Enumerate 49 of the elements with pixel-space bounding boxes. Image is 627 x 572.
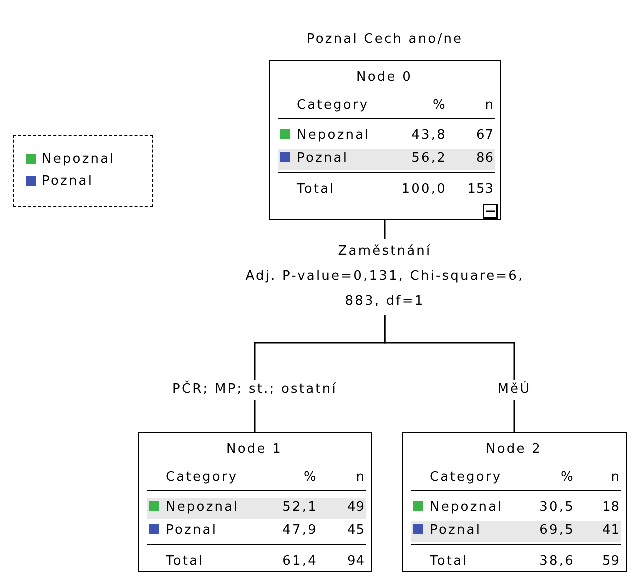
node-title: Node 1	[226, 441, 284, 459]
table-cell-text: 45	[347, 522, 365, 540]
column-header: %	[304, 469, 318, 487]
tree-node-box	[402, 432, 627, 572]
table-cell-text: 153	[468, 181, 494, 199]
table-cell-text: 94	[347, 553, 365, 571]
table-cell-text: 18	[602, 499, 620, 517]
tree-branch-line	[384, 220, 386, 239]
table-cell-text: Nepoznal	[430, 499, 504, 517]
table-cell-text: 56,2	[412, 150, 447, 168]
column-header: Category	[297, 97, 370, 115]
column-header: %	[433, 97, 447, 115]
table-cell-text: Total	[297, 181, 336, 199]
table-cell-text: 86	[476, 150, 494, 168]
table-cell-text: 69,5	[540, 522, 575, 540]
tree-branch-line	[384, 315, 516, 432]
split-statistics: Adj. P-value=0,131, Chi-square=6, 883, df=1	[244, 268, 526, 311]
table-cell-text: Poznal	[430, 522, 482, 540]
node-title: Node 2	[485, 441, 543, 459]
table-cell-text: 41	[602, 522, 620, 540]
column-header: n	[611, 469, 620, 487]
table-cell-text: 47,9	[282, 522, 318, 540]
table-cell-text: 49	[347, 499, 365, 517]
column-header: n	[485, 97, 494, 115]
table-cell-text: 43,8	[412, 127, 447, 145]
table-cell-text: Total	[430, 553, 468, 571]
table-cell-text: Nepoznal	[297, 127, 370, 145]
tree-node-box	[269, 60, 501, 220]
table-cell-text: 61,4	[282, 553, 318, 571]
legend-label: Poznal	[42, 174, 94, 188]
table-cell-text: Poznal	[166, 522, 218, 540]
table-cell-text: Total	[166, 553, 204, 571]
column-header: n	[356, 469, 365, 487]
column-header: Category	[430, 469, 502, 487]
table-cell-text: Poznal	[297, 150, 349, 168]
node-title: Node 0	[356, 69, 414, 87]
table-cell-text: 30,5	[540, 499, 575, 517]
table-cell-text: Nepoznal	[166, 499, 240, 517]
diagram-title: Poznal Cech ano/ne	[306, 32, 464, 47]
table-cell-text: 38,6	[540, 553, 575, 571]
split-variable: Zaměstnání	[337, 243, 433, 261]
table-cell-text: 59	[602, 553, 620, 571]
column-header: Category	[166, 469, 238, 487]
table-cell-text: 100,0	[402, 181, 447, 199]
legend-label: Nepoznal	[42, 152, 116, 166]
column-header: %	[561, 469, 575, 487]
tree-node-box	[138, 432, 372, 572]
table-cell-text: 52,1	[282, 499, 318, 517]
table-cell-text: 67	[476, 127, 494, 145]
